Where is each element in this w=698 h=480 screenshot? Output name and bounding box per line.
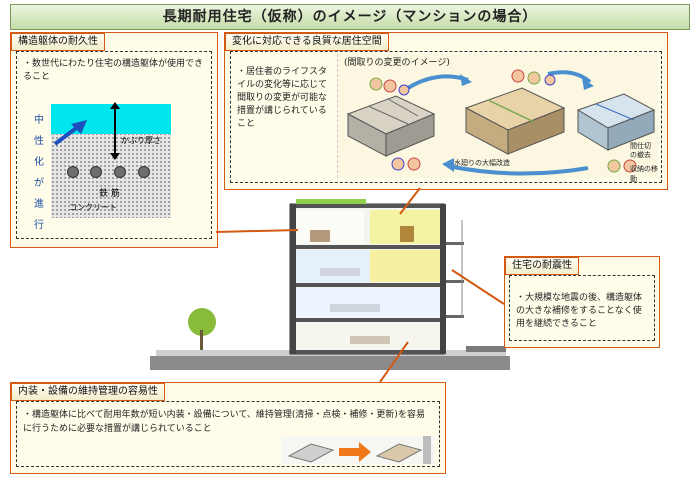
maintenance-panel: 内装・設備の維持管理の容易性 ・構造躯体に比べて耐用年数が短い内装・設備について… <box>10 382 446 474</box>
label-water: 水廻りの大幅改造 <box>454 159 510 167</box>
cover-label: かぶり厚さ <box>121 136 161 145</box>
rebar-dot <box>67 166 79 178</box>
neutralization-zone <box>51 104 171 134</box>
cover-arrow-head-bottom <box>110 153 120 160</box>
durability-panel: 構造躯体の耐久性 ・数世代にわたり住宅の構造躯体が使用できること 中性化が進行 … <box>10 32 218 248</box>
maintenance-heading: 内装・設備の維持管理の容易性 <box>11 383 165 401</box>
seismic-heading: 住宅の耐震性 <box>505 257 579 275</box>
rebar-dot <box>138 166 150 178</box>
rebar-label: 鉄 筋 <box>99 189 120 199</box>
seismic-box: ・大規模な地震の後、構造躯体の大きな補修をすることなく使用を継続できること <box>509 275 655 341</box>
blue-arrow-icon <box>53 120 87 146</box>
seismic-panel: 住宅の耐震性 ・大規模な地震の後、構造躯体の大きな補修をすることなく使用を継続で… <box>504 256 660 348</box>
layout-change-caption: (間取りの変更のイメージ) <box>344 58 450 68</box>
maintenance-illustration <box>281 436 435 464</box>
durability-heading: 構造躯体の耐久性 <box>11 33 105 51</box>
cover-arrow-head-top <box>110 102 120 109</box>
label-partition: 間仕切の撤去 <box>630 142 651 159</box>
maintenance-box: ・構造躯体に比べて耐用年数が短い内装・設備について、維持管理(清掃・点検・補修・… <box>16 401 440 467</box>
seismic-text: ・大規模な地震の後、構造躯体の大きな補修をすることなく使用を継続できること <box>516 293 643 329</box>
durability-text: ・数世代にわたり住宅の構造躯体が使用できること <box>23 59 204 82</box>
rebar-dot <box>114 166 126 178</box>
durability-box: ・数世代にわたり住宅の構造躯体が使用できること 中性化が進行 かぶり厚さ 鉄 筋… <box>16 51 212 239</box>
layout-change-image: (間取りの変更のイメージ) <box>337 54 658 183</box>
building-illustration <box>150 199 510 370</box>
durability-vertical-label: 中性化が進行 <box>34 115 44 231</box>
concrete-label: コンクリート <box>69 203 117 212</box>
cover-arrow <box>114 105 116 155</box>
adaptability-panel: 変化に対応できる良質な居住空間 ・居住者のライフスタイルの変化等に応じて間取りの… <box>224 32 668 190</box>
label-move: 収納の移動 <box>630 165 658 183</box>
adaptability-box: ・居住者のライフスタイルの変化等に応じて間取りの変更が可能な措置が講じられている… <box>230 51 662 183</box>
rebar-dot <box>90 166 102 178</box>
adaptability-heading: 変化に対応できる良質な居住空間 <box>225 33 389 51</box>
maintenance-text: ・構造躯体に比べて耐用年数が短い内装・設備について、維持管理(清掃・点検・補修・… <box>23 410 425 434</box>
page-title: 長期耐用住宅（仮称）のイメージ（マンションの場合） <box>10 4 690 30</box>
adaptability-text: ・居住者のライフスタイルの変化等に応じて間取りの変更が可能な措置が講じられている… <box>237 67 328 129</box>
layout-change-illustration <box>346 69 656 176</box>
